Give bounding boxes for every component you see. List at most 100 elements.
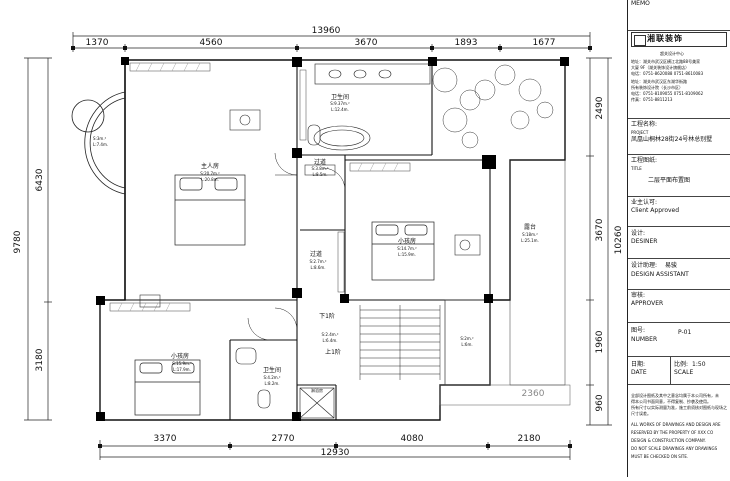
room-bath-top-perimeter: L:12.4m. xyxy=(331,107,349,112)
logo-mark-icon xyxy=(634,35,646,46)
stair-up-label: 上1阶 xyxy=(325,348,341,356)
number-label-cn: 图号: xyxy=(631,327,646,334)
dim-right-total: 10260 xyxy=(614,225,624,254)
room-corridor1-perimeter: L:8.5m. xyxy=(312,172,327,177)
staircase xyxy=(359,305,441,380)
divider xyxy=(628,226,730,227)
address-line-2: 大厦 9F（湖关装饰设计旗舰店） xyxy=(631,65,690,70)
vertical-divider xyxy=(670,356,671,384)
dim-top-5: 1677 xyxy=(533,38,556,48)
address-line-7: 传真：0751-8811213 xyxy=(631,97,673,102)
room-bay-area: S:3m.² xyxy=(93,136,107,141)
project-label-cn: 工程名称: xyxy=(631,121,658,128)
scale-value: 1:50 xyxy=(692,361,706,368)
room-stair-area: S:2.4m.² xyxy=(321,332,338,337)
room-bath-bottom-perimeter: L:8.2m. xyxy=(264,381,279,386)
room-bath-top-area: S:9.37m.² xyxy=(330,101,350,106)
divider xyxy=(628,258,730,259)
assistant-value: 易骏 xyxy=(665,262,678,269)
designer-label-en: DESINER xyxy=(631,238,658,245)
dim-inner-2360: 2360 xyxy=(522,389,545,399)
bay-window xyxy=(71,91,126,195)
dim-left-1: 6430 xyxy=(35,168,45,191)
dim-bottom-3: 4080 xyxy=(401,434,424,444)
notice-en-1: ALL WORKS OF DRAWINGS AND DESIGN ARE xyxy=(631,422,721,427)
title-label-cn: 工程图纸: xyxy=(631,157,658,164)
terrace-area xyxy=(509,159,566,386)
notice-cn-2: 得本公司书面同意，不得复制、抄袭及使用。 xyxy=(631,399,711,404)
divider xyxy=(628,322,730,323)
designer-label-cn: 设计: xyxy=(631,230,646,237)
assistant-label-text: 设计助理: xyxy=(631,262,658,269)
room-corridor1-area: S:3.8m.² xyxy=(311,166,328,171)
notice-cn-3: 所有尺寸以实际测量为准，施工前须核对图纸与现场之 xyxy=(631,405,727,410)
client-label-en: Client Approved xyxy=(631,207,680,214)
notice-cn-1: 全部设计图纸及其中之意念均属于本公司所有，未 xyxy=(631,393,719,398)
notice-en-4: DO NOT SCALE DRAWINGS ANY DRAWINGS xyxy=(631,446,718,451)
notice-en-2: RESERVED BY THE PROPERTY OF XXX CO xyxy=(631,430,714,435)
scale-label-cn: 比例: xyxy=(674,361,689,368)
wardrobe-strips xyxy=(109,62,411,312)
dim-left-2: 3180 xyxy=(35,348,45,371)
dim-bottom-1: 3370 xyxy=(154,434,177,444)
number-label-en: NUMBER xyxy=(631,336,658,343)
furniture xyxy=(139,109,481,308)
scale-label-en: SCALE xyxy=(674,369,694,376)
address-line-6: 电话：0751-8109055 0751-8109062 xyxy=(631,91,704,96)
address-line-3: 电话：0751-8620088 0751-8610083 xyxy=(631,71,704,76)
dim-top-4: 1893 xyxy=(455,38,478,48)
approver-label-cn: 审核: xyxy=(631,292,646,299)
address-line-4: 地址：湖关市武汉区东湖华街路 xyxy=(631,79,687,84)
date-label-en: DATE xyxy=(631,369,647,376)
dim-left-total: 9780 xyxy=(13,230,23,253)
assistant-label-en: DESIGN ASSISTANT xyxy=(631,271,689,278)
doors xyxy=(247,152,346,341)
room-kid2-name: 小孩房 xyxy=(171,352,189,360)
number-value: P-01 xyxy=(678,329,692,336)
dim-right-1: 2490 xyxy=(595,96,605,119)
dim-top-1: 1370 xyxy=(86,38,109,48)
divider xyxy=(628,356,730,357)
design-center: 超关设计中心 xyxy=(660,51,684,56)
room-bay-perimeter: L:7.4m. xyxy=(93,142,108,147)
room-small-right-perimeter: L:6m. xyxy=(461,342,472,347)
room-bath-top-name: 卫生间 xyxy=(331,93,349,101)
approver-label-en: APPROVER xyxy=(631,300,664,307)
company-logo: 湘联装饰 xyxy=(631,32,727,47)
date-label-cn: 日期: xyxy=(631,361,646,368)
title-label-en: TITLE xyxy=(631,166,642,171)
client-label-cn: 业主认可: xyxy=(631,199,658,206)
dim-bottom-2: 2770 xyxy=(272,434,295,444)
logo-text: 湘联装饰 xyxy=(647,34,683,43)
room-kid1-area: S:14.7m.² xyxy=(397,246,417,251)
interior-walls xyxy=(100,60,491,420)
dim-top-total: 13960 xyxy=(312,26,341,36)
divider xyxy=(628,154,730,155)
address-line-5: 所有装饰设计院（长沙市区） xyxy=(631,85,683,90)
address-line-1: 地址：湖关市武汉区横江北路88号美家 xyxy=(631,59,701,64)
room-kid2-area: S:15.9m.² xyxy=(172,361,192,366)
dimension-ticks xyxy=(71,46,592,448)
room-bath-bottom-area: S:4.2m.² xyxy=(263,375,280,380)
bathroom-fixtures xyxy=(235,63,431,419)
notice-cn-4: 尺寸误差。 xyxy=(631,411,651,416)
memo-label: MEMO xyxy=(631,0,650,7)
project-value: 凤凰山桐林28街24号林总别墅 xyxy=(631,136,713,143)
divider xyxy=(628,118,730,119)
project-label-en: PROJECT xyxy=(631,130,649,135)
room-stair-perimeter: L:6.4m. xyxy=(322,338,337,343)
room-kid1-name: 小孩房 xyxy=(398,237,416,245)
assistant-label-cn: 设计助理: 易骏 xyxy=(631,262,728,270)
room-kid2-perimeter: L:17.9m. xyxy=(173,367,191,372)
room-kid1-perimeter: L:15.9m. xyxy=(398,252,416,257)
scale-row: 比例:1:50 xyxy=(674,361,728,369)
divider xyxy=(628,30,730,31)
wardrobe-hatch xyxy=(117,62,399,312)
room-shower-name: 淋浴房 xyxy=(311,387,323,393)
room-corridor2-name: 过道 xyxy=(310,250,322,258)
dim-right-3: 1960 xyxy=(595,330,605,353)
room-corridor2-perimeter: L:8.6m. xyxy=(310,265,325,270)
dim-top-2: 4560 xyxy=(200,38,223,48)
divider xyxy=(628,196,730,197)
